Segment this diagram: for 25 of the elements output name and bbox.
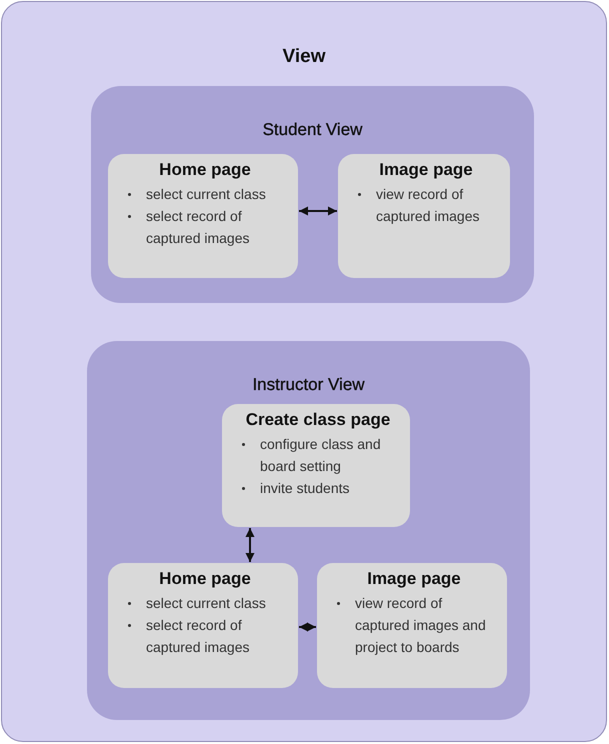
double-arrow (299, 622, 316, 632)
bullet-item: view record of captured images and project to boards (329, 592, 499, 658)
bullet-item: select current class (120, 183, 290, 205)
bullet-item: view record of captured images (350, 183, 502, 227)
card-title: Create class page (244, 410, 392, 430)
double-arrow (246, 528, 254, 562)
panel-title: View (282, 46, 326, 68)
page-card (317, 563, 507, 688)
group-title: Student View (262, 120, 364, 140)
bullet-item: select record of captured images (120, 205, 290, 249)
page-card (108, 563, 298, 688)
bullet-item: select current class (120, 592, 290, 614)
card-title: Image page (378, 160, 474, 180)
page-card (222, 404, 410, 527)
card-title: Home page (158, 160, 252, 180)
bullet-item: invite students (234, 477, 402, 499)
card-title: Image page (366, 569, 462, 589)
group-title: Instructor View (251, 375, 366, 395)
card-title: Home page (158, 569, 252, 589)
page-card (108, 154, 298, 278)
page-card (338, 154, 510, 278)
bullet-item: select record of captured images (120, 614, 290, 658)
group-panel (91, 86, 534, 303)
double-arrow (299, 206, 337, 216)
group-panel (87, 341, 530, 720)
